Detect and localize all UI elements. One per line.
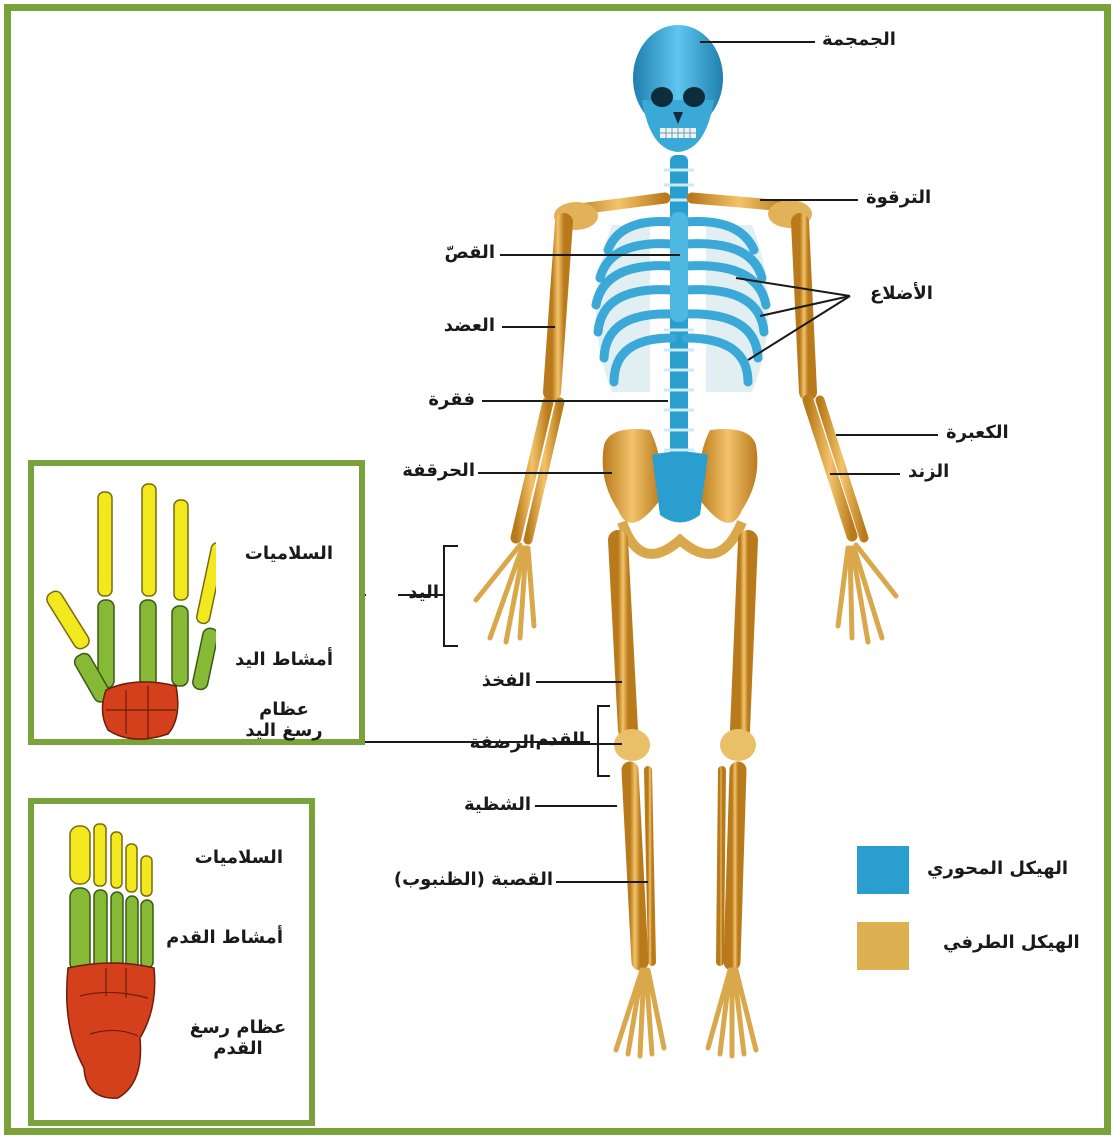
foot-phalanges <box>70 824 152 896</box>
legend-label-appendicular: الهيكل الطرفي <box>943 932 1080 953</box>
label-fibula: الشظية <box>464 795 531 816</box>
label-humerus: العضد <box>444 316 495 337</box>
foot-metatarsals <box>70 888 153 974</box>
label-ulna: الزند <box>908 462 949 483</box>
legend-swatch-axial <box>857 846 909 894</box>
label-foot-phalanges: السلاميات <box>195 848 283 869</box>
skull <box>633 25 723 152</box>
feet <box>616 970 756 1056</box>
label-hand: اليد <box>408 583 439 604</box>
label-carpals: عظام رسغ اليد <box>236 700 332 741</box>
label-hand-phalanges: السلاميات <box>245 544 333 565</box>
hand-illustration <box>36 468 216 748</box>
legend-label-axial: الهيكل المحوري <box>927 858 1068 879</box>
label-patella: الرضفة <box>470 733 535 754</box>
label-sternum: القصّ <box>445 243 495 264</box>
label-metatarsals: أمشاط القدم <box>166 928 283 949</box>
label-radius: الكعبرة <box>946 423 1009 444</box>
hand-carpals <box>102 682 177 739</box>
label-pelvis: الحرقفة <box>402 461 475 482</box>
patella-right <box>720 729 756 761</box>
label-skull: الجمجمة <box>822 30 896 51</box>
foot-illustration <box>40 808 180 1108</box>
label-foot: القدم <box>536 730 585 751</box>
label-metacarpals: أمشاط اليد <box>235 650 333 671</box>
label-clavicle: الترقوة <box>866 188 931 209</box>
label-femur: الفخذ <box>482 671 531 692</box>
label-tibia: القصبة (الظنبوب) <box>394 870 553 891</box>
foot-tarsals <box>67 963 155 1098</box>
legend-swatch-appendicular <box>857 922 909 970</box>
label-tarsals: عظام رسغ القدم <box>186 1018 290 1059</box>
hands <box>476 545 896 642</box>
label-ribs: الأضلاع <box>870 284 933 305</box>
label-vertebra: فقرة <box>428 390 475 411</box>
hand-phalanges <box>44 484 216 651</box>
